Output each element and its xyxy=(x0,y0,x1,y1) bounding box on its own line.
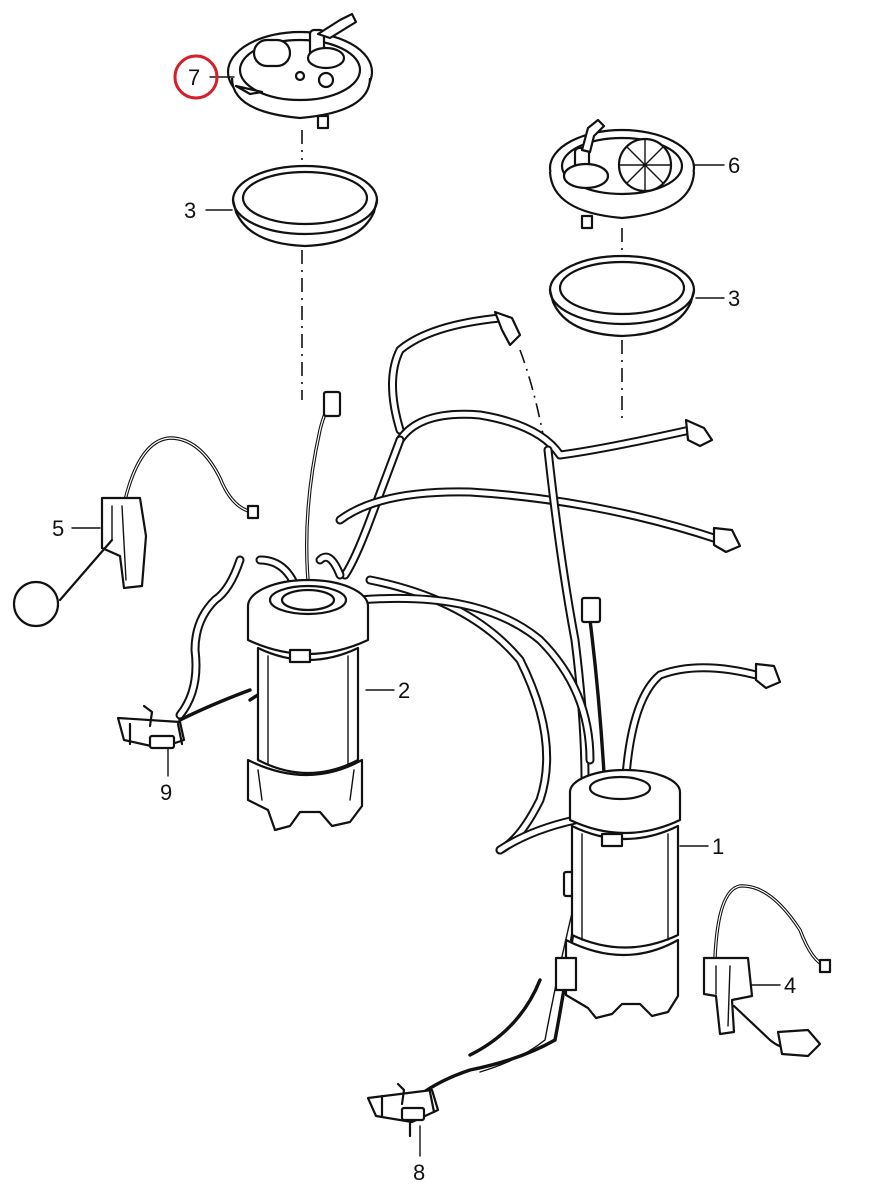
label-8: 8 xyxy=(413,1160,425,1185)
part-8-connector xyxy=(366,1082,440,1138)
label-4: 4 xyxy=(784,973,796,998)
part-3-seal-ring-right xyxy=(548,254,696,338)
label-3-right: 3 xyxy=(728,286,740,311)
label-6: 6 xyxy=(728,153,740,178)
fuel-hoses xyxy=(175,310,782,855)
label-7-highlight-circle xyxy=(173,54,219,100)
label-9: 9 xyxy=(160,780,172,805)
leader-lines xyxy=(71,76,781,1157)
part-5-level-sender xyxy=(12,436,260,628)
label-1: 1 xyxy=(712,834,724,859)
part-4-level-sender xyxy=(702,884,832,1058)
part-2-fuel-pump-left xyxy=(246,578,370,832)
label-5: 5 xyxy=(52,516,64,541)
part-9-connector xyxy=(116,704,186,750)
part-3-seal-ring-left xyxy=(231,164,379,248)
part-labels: 7 3 6 3 5 2 1 4 9 8 xyxy=(52,54,796,1185)
label-3-left: 3 xyxy=(184,198,196,223)
label-7: 7 xyxy=(188,65,200,90)
part-6-flange xyxy=(548,118,696,230)
part-1-fuel-pump-right xyxy=(554,768,682,1020)
part-7-flange xyxy=(226,12,374,130)
label-2: 2 xyxy=(398,678,410,703)
